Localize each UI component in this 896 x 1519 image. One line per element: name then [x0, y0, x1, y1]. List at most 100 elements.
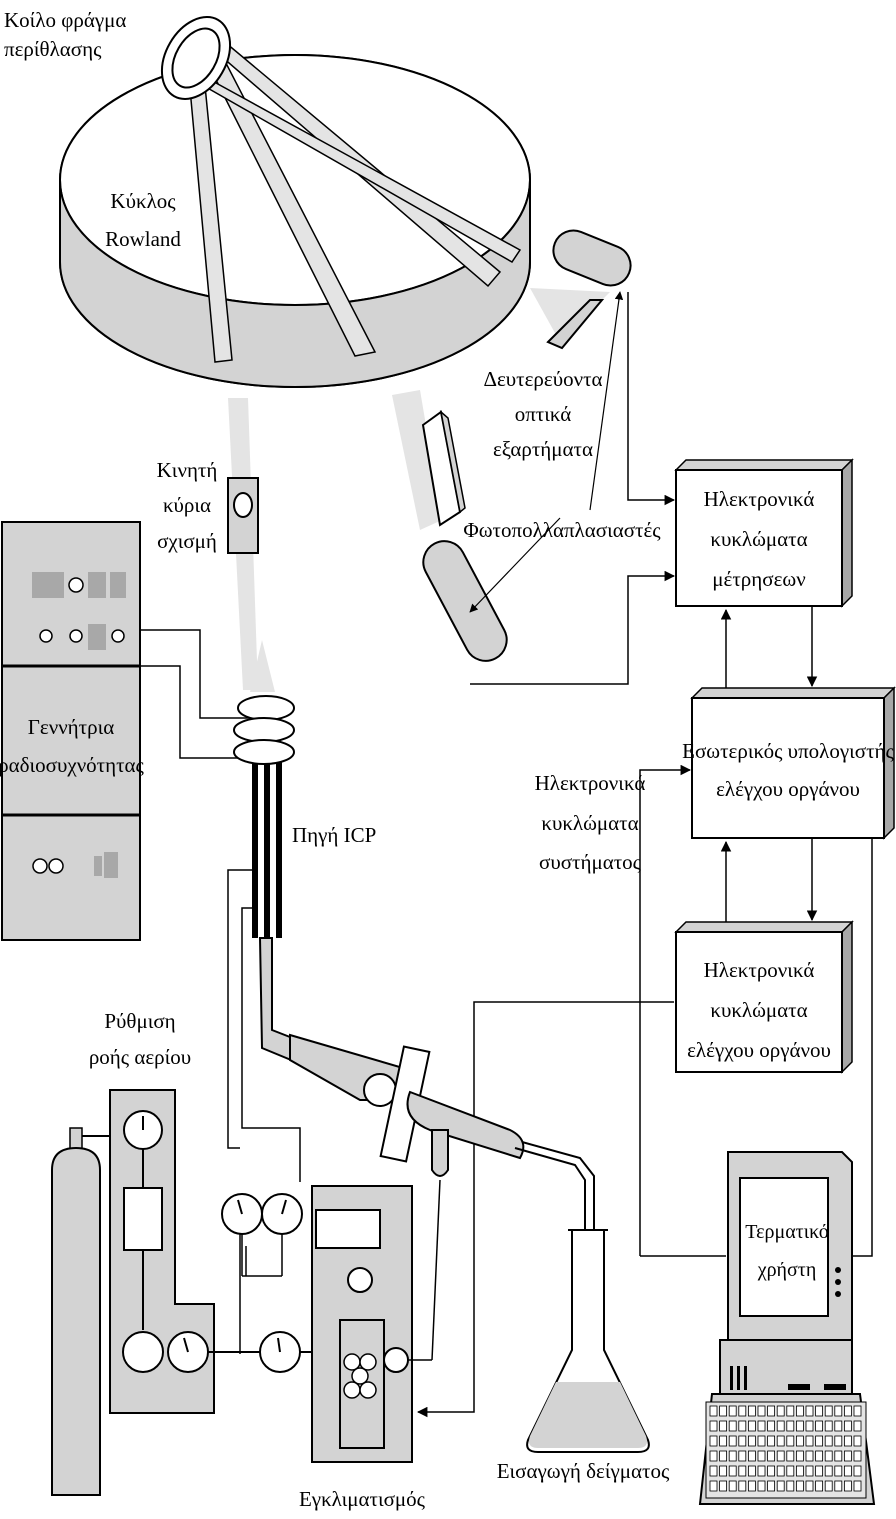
box-control-electronics: [674, 920, 854, 1074]
label-terminal-2: χρήστη: [757, 1259, 817, 1281]
movable-slit: [227, 477, 259, 554]
keyboard-key: [738, 1480, 747, 1492]
keyboard-key: [776, 1465, 785, 1477]
keyboard-key: [767, 1480, 775, 1492]
label-slit-1: Κινητή: [157, 458, 218, 482]
keyboard-key: [757, 1405, 766, 1417]
keyboard-key: [738, 1405, 747, 1417]
keyboard-key: [709, 1420, 718, 1432]
keyboard-key: [719, 1405, 727, 1417]
keyboard-key: [805, 1450, 814, 1462]
keyboard-key: [776, 1405, 785, 1417]
keyboard-key: [786, 1465, 795, 1477]
gas-flow-panel: [109, 1089, 262, 1414]
label-ctrl-1: Ηλεκτρονικά: [704, 958, 815, 982]
keyboard-key: [719, 1480, 727, 1492]
label-grating-2: περίθλασης: [4, 37, 102, 61]
label-pmt: Φωτοπολλαπλασιαστές: [463, 518, 661, 542]
keyboard-key: [796, 1465, 804, 1477]
keyboard-key: [844, 1450, 852, 1462]
keyboard-key: [834, 1450, 843, 1462]
flow-gauges: [221, 1193, 312, 1373]
photomultiplier-top: [552, 229, 632, 287]
box-internal-computer: [690, 686, 896, 840]
label-ctrl-2: κυκλώματα: [710, 998, 807, 1022]
label-gas-2: ροής αερίου: [89, 1045, 191, 1069]
keyboard-key: [748, 1450, 756, 1462]
keyboard-key: [709, 1450, 718, 1462]
label-secondary-1: Δευτερεύοντα: [483, 367, 602, 391]
label-terminal-1: Τερματικό: [745, 1221, 828, 1243]
keyboard-key: [834, 1435, 843, 1447]
keyboard-key: [748, 1405, 756, 1417]
keyboard-key: [844, 1420, 852, 1432]
keyboard-key: [805, 1420, 814, 1432]
keyboard-key: [824, 1435, 833, 1447]
label-gas-1: Ρύθμιση: [104, 1009, 175, 1033]
label-rf-1: Γεννήτρια: [28, 715, 115, 739]
keyboard-key: [853, 1405, 862, 1417]
keyboard-key: [834, 1465, 843, 1477]
keyboard-key: [853, 1465, 862, 1477]
keyboard-key: [776, 1435, 785, 1447]
keyboard-key: [767, 1435, 775, 1447]
keyboard-key: [796, 1480, 804, 1492]
keyboard-key: [853, 1480, 862, 1492]
keyboard-key: [805, 1480, 814, 1492]
wires: [140, 292, 873, 1418]
keyboard-key: [719, 1450, 727, 1462]
keyboard-key: [824, 1405, 833, 1417]
keyboard-key: [834, 1420, 843, 1432]
keyboard-key: [767, 1420, 775, 1432]
keyboard-key: [776, 1480, 785, 1492]
keyboard-key: [805, 1465, 814, 1477]
keyboard-keys: [709, 1405, 862, 1492]
keyboard-key: [757, 1420, 766, 1432]
keyboard-key: [776, 1450, 785, 1462]
keyboard-key: [824, 1420, 833, 1432]
keyboard-key: [748, 1465, 756, 1477]
keyboard-key: [719, 1435, 727, 1447]
keyboard-key: [815, 1405, 823, 1417]
label-rowland-1: Κύκλος: [110, 189, 176, 213]
keyboard-key: [738, 1450, 747, 1462]
icp-torch: [233, 640, 595, 1390]
labels: Κοίλο φράγμα περίθλασης Κύκλος Rowland Δ…: [0, 8, 895, 1511]
label-meas-2: κυκλώματα: [710, 527, 807, 551]
label-icp: Πηγή ICP: [292, 823, 376, 847]
keyboard-key: [709, 1480, 718, 1492]
keyboard-key: [757, 1465, 766, 1477]
label-computer-2: ελέγχου οργάνου: [716, 777, 860, 801]
keyboard-key: [796, 1420, 804, 1432]
label-pointers: [469, 291, 624, 613]
keyboard-key: [709, 1435, 718, 1447]
keyboard-key: [786, 1480, 795, 1492]
keyboard-key: [709, 1465, 718, 1477]
label-meas-3: μέτρησεων: [712, 567, 805, 591]
label-acclim: Εγκλιματισμός: [299, 1487, 426, 1511]
gas-cylinder: [51, 1127, 118, 1496]
keyboard-key: [719, 1420, 727, 1432]
label-secondary-2: οπτικά: [515, 402, 572, 426]
keyboard-key: [728, 1405, 737, 1417]
keyboard-key: [834, 1405, 843, 1417]
label-rowland-2: Rowland: [105, 227, 181, 251]
keyboard-key: [844, 1435, 852, 1447]
beam-to-pmt: [392, 390, 442, 530]
keyboard-key: [824, 1465, 833, 1477]
rf-generator: [1, 521, 141, 941]
keyboard-key: [844, 1465, 852, 1477]
keyboard-key: [757, 1450, 766, 1462]
keyboard-key: [815, 1465, 823, 1477]
keyboard-key: [767, 1450, 775, 1462]
keyboard-key: [805, 1405, 814, 1417]
label-computer-1: Εσωτερικός υπολογιστής: [682, 739, 894, 763]
keyboard-key: [776, 1420, 785, 1432]
box-measurement-electronics: [674, 458, 854, 608]
keyboard-key: [786, 1450, 795, 1462]
keyboard-key: [844, 1405, 852, 1417]
keyboard-key: [767, 1405, 775, 1417]
keyboard-key: [796, 1435, 804, 1447]
keyboard-key: [815, 1450, 823, 1462]
